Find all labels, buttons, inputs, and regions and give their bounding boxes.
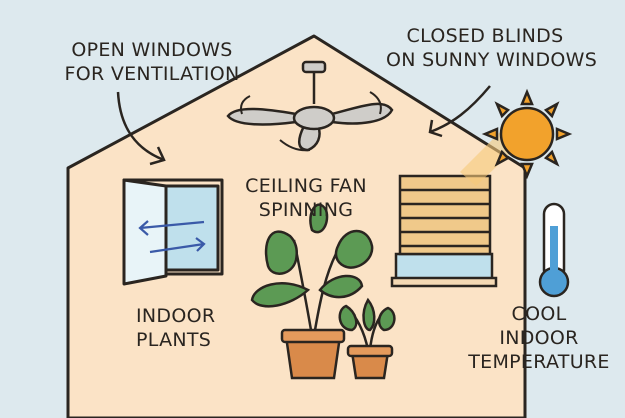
thermometer-icon: [538, 202, 570, 298]
closed-blinds-label: CLOSED BLINDS ON SUNNY WINDOWS: [386, 25, 598, 71]
arrow-to-window: [116, 91, 165, 162]
sunbeam: [460, 132, 514, 186]
arrow-to-blinds: [429, 85, 491, 134]
open-window-icon: [122, 178, 224, 286]
open-windows-label: OPEN WINDOWS FOR VENTILATION: [64, 39, 240, 85]
indoor-plant-small-icon: [338, 297, 396, 380]
house-body: [66, 34, 527, 418]
sun-icon: [481, 88, 573, 180]
ceiling-fan-label: CEILING FAN SPINNING: [245, 175, 367, 221]
closed-blinds-icon: [390, 174, 498, 288]
airflow-arrows-icon: [138, 220, 206, 254]
cool-temperature-label: COOL INDOOR TEMPERATURE: [468, 303, 610, 373]
indoor-plant-large-icon: [250, 203, 374, 380]
indoor-plants-label: INDOOR PLANTS: [136, 305, 216, 351]
motion-lines: [240, 91, 382, 152]
